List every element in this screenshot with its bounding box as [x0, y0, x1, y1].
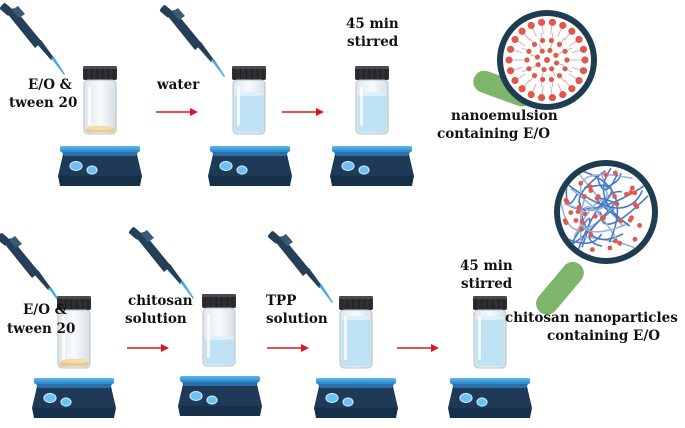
- stir-plate-icon: [447, 377, 533, 419]
- row2-step4-label-line2: stirred: [461, 276, 513, 292]
- pipette-icon: [0, 232, 62, 305]
- row2-arrow2-label-line2: solution: [266, 311, 328, 327]
- jar-icon: [339, 296, 373, 369]
- row1-result-label-line2: containing E/O: [437, 126, 550, 142]
- magnifier-icon: [473, 10, 597, 110]
- stir-plate-icon: [313, 377, 399, 419]
- stir-plate-icon: [177, 375, 263, 417]
- row2-step4-label-line1: 45 min: [460, 258, 513, 274]
- row1-arrow1-label: water: [156, 77, 200, 93]
- row2-result-label-line1: chitosan nanoparticles: [505, 310, 678, 326]
- row1-result-label-line1: nanoemulsion: [451, 108, 558, 124]
- jar-icon: [232, 66, 266, 135]
- pipette-icon: [159, 4, 225, 77]
- jar-icon: [83, 66, 117, 135]
- row1-step3-label-line2: stirred: [347, 34, 399, 50]
- row2-arrow2-label-line1: TPP: [266, 293, 296, 309]
- row2-step1-label-line2: tween 20: [7, 321, 75, 337]
- row2-arrow1-label-line2: solution: [125, 311, 187, 327]
- stir-plate-icon: [57, 145, 143, 187]
- jar-icon: [473, 296, 507, 369]
- row1-step1-label-line1: E/O &: [28, 77, 72, 93]
- jar-icon: [202, 294, 236, 367]
- magnifier-icon: [536, 160, 658, 315]
- row2-step1-label-line1: E/O &: [23, 302, 67, 318]
- jar-icon: [355, 66, 389, 135]
- stir-plate-icon: [329, 145, 415, 187]
- stir-plate-icon: [31, 377, 117, 419]
- stir-plate-icon: [207, 145, 293, 187]
- row2-result-label-line2: containing E/O: [547, 328, 660, 344]
- jar-icon: [57, 296, 91, 369]
- row1-step1-label-line2: tween 20: [9, 95, 77, 111]
- row2-arrow1-label-line1: chitosan: [128, 293, 193, 309]
- row1-step3-label-line1: 45 min: [346, 16, 399, 32]
- pipette-icon: [0, 2, 65, 75]
- pipette-icon: [128, 226, 194, 299]
